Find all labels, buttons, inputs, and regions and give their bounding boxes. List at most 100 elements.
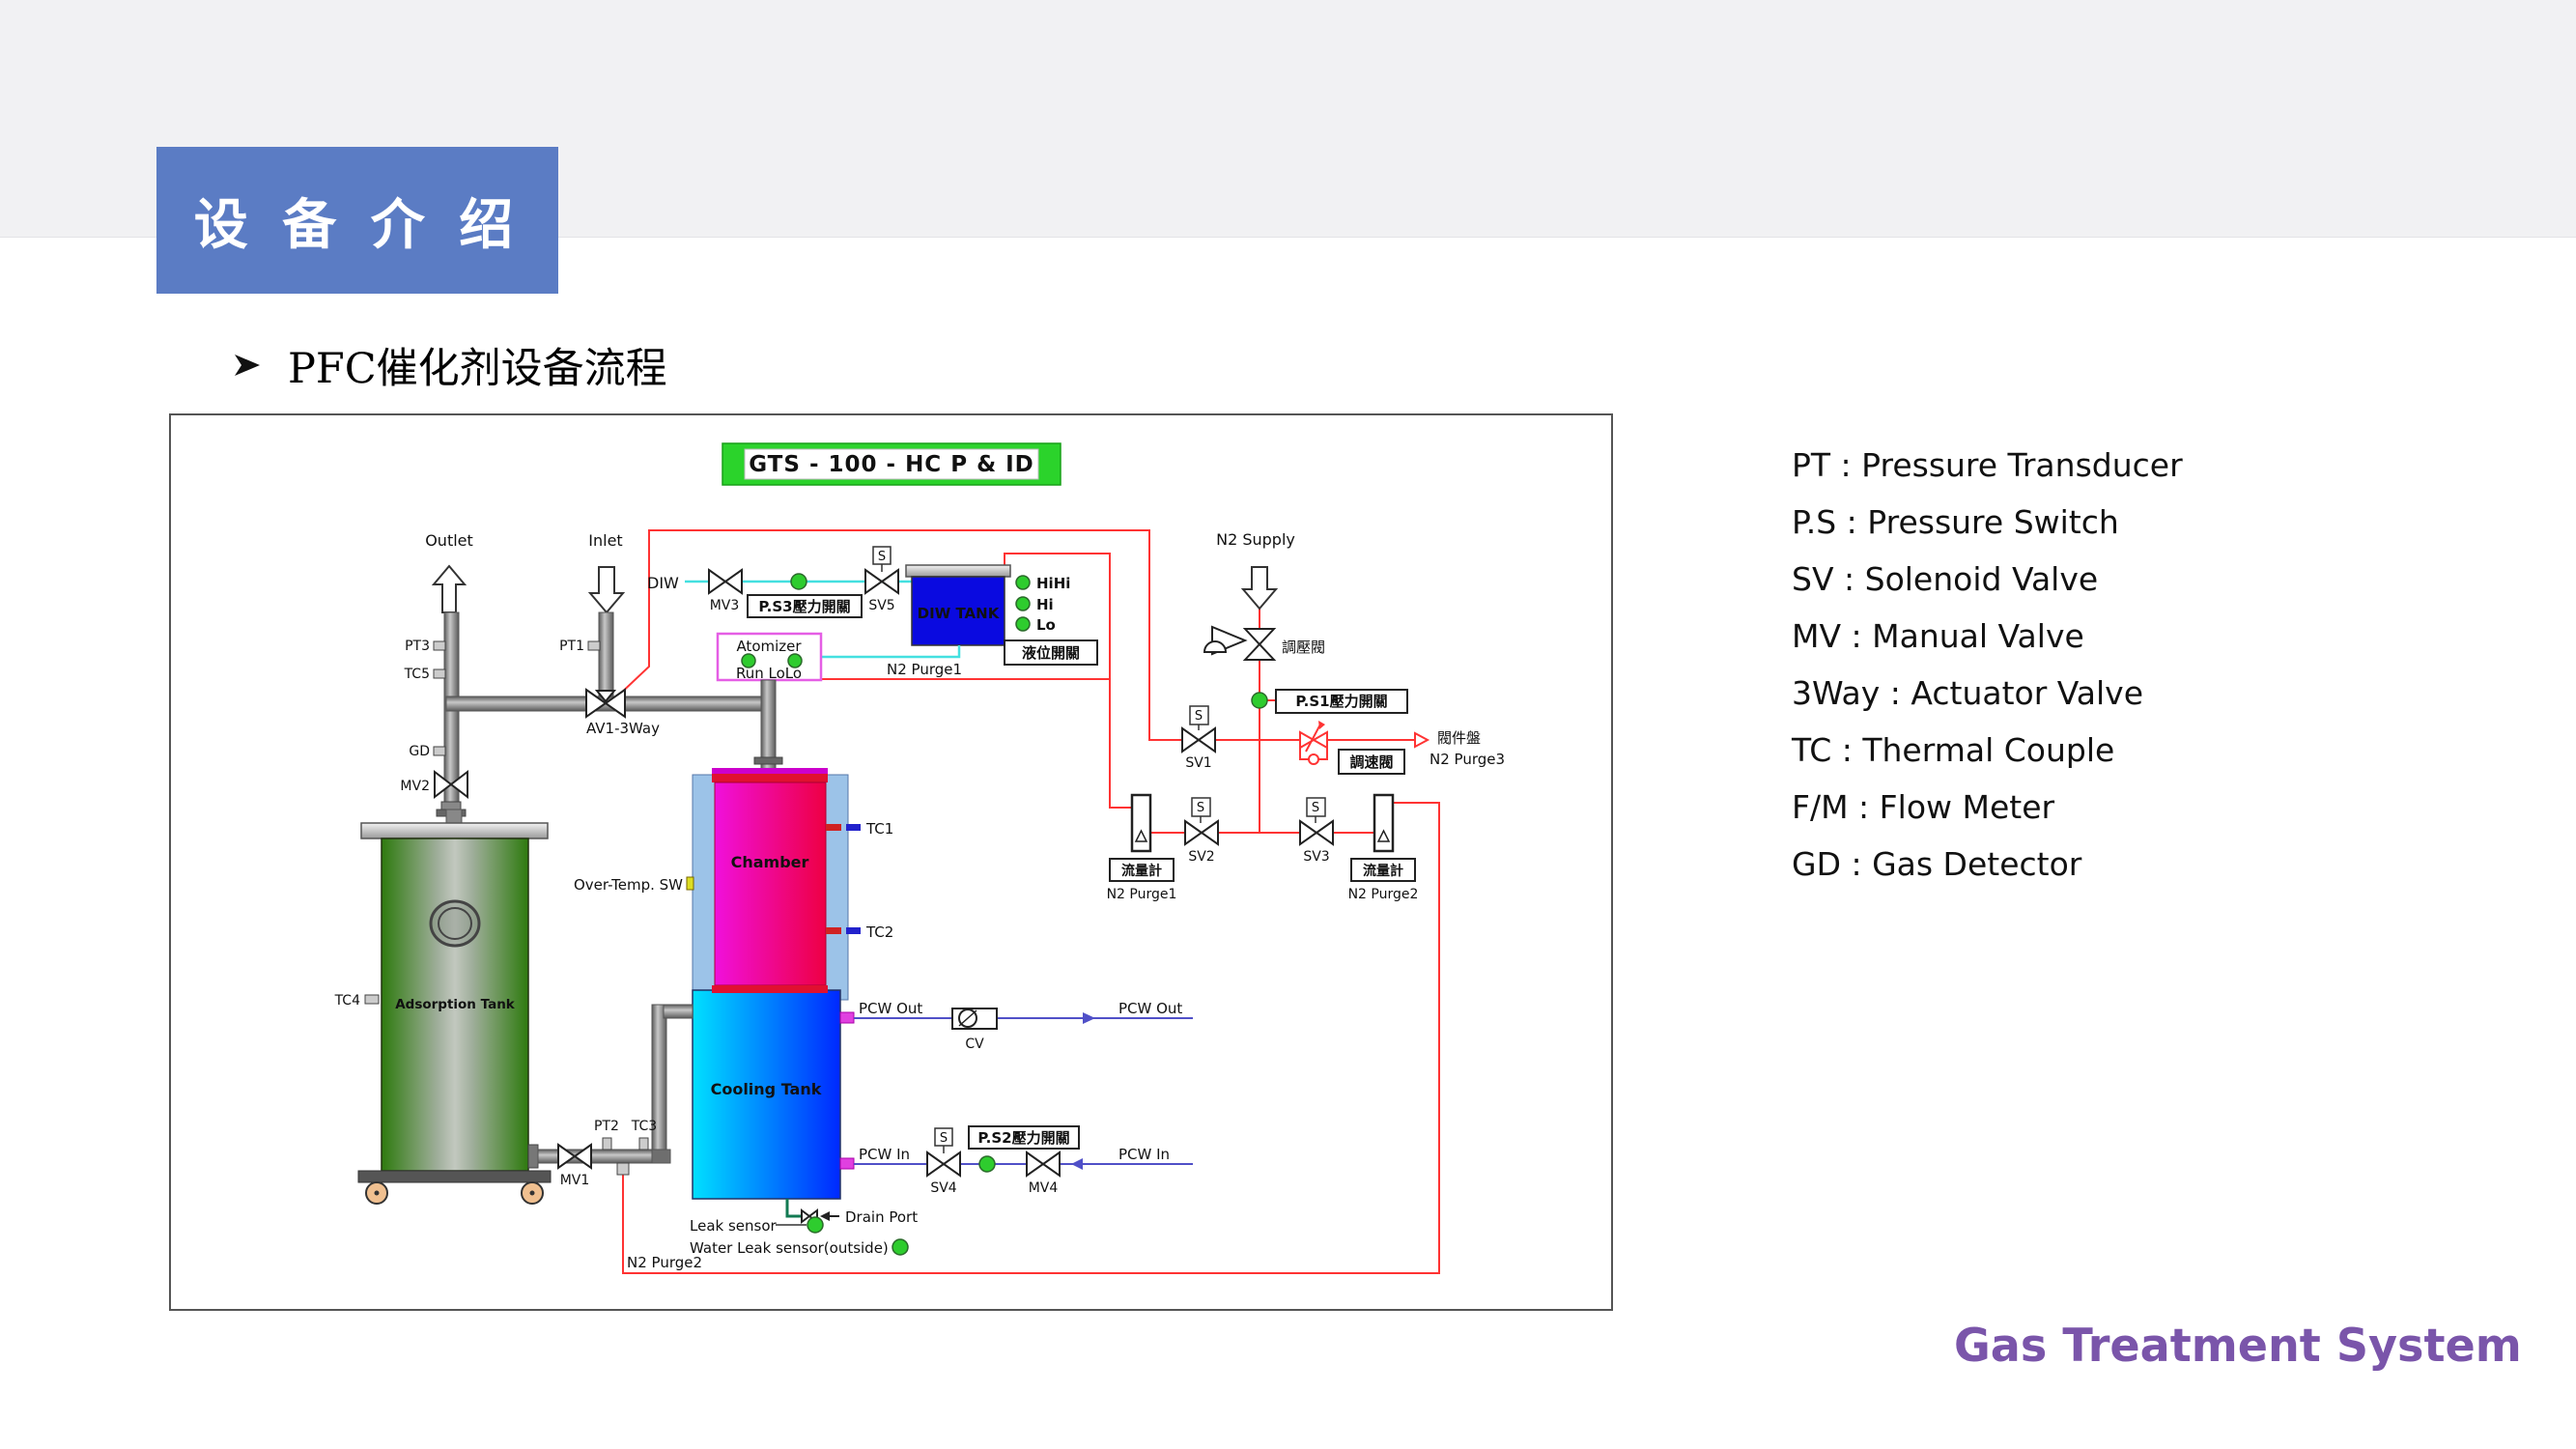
sv3-label: SV3 xyxy=(1303,849,1329,865)
regulator-label: 調壓閥 xyxy=(1282,639,1325,656)
pcw-out-label-right: PCW Out xyxy=(1118,1000,1182,1017)
av1-3way-valve: AV1-3Way xyxy=(585,688,660,737)
drain-valve xyxy=(801,1208,811,1224)
pipe-fitting xyxy=(440,801,462,810)
chamber-feed-flange xyxy=(753,756,783,765)
pcw-out-label-left: PCW Out xyxy=(859,1000,922,1017)
legend-item: F/M : Flow Meter xyxy=(1792,788,2055,826)
n2-red-piping xyxy=(614,529,1440,1274)
run-indicator xyxy=(741,653,756,668)
inlet-assembly: Inlet PT1 xyxy=(559,531,626,698)
pcw-in-arrow-icon xyxy=(1071,1158,1083,1170)
flow-meter-1-label: 流量計 xyxy=(1121,863,1162,879)
pcw-in-label-right: PCW In xyxy=(1118,1146,1170,1163)
sv5-valve xyxy=(864,568,884,595)
chamber-label: Chamber xyxy=(731,853,809,871)
flow-meter-1-label-box xyxy=(1109,858,1175,882)
pid-diagram-svg: GTS - 100 - HC P & ID Outlet PT3 TC5 GD … xyxy=(169,413,1613,1311)
n2-purge3-label: N2 Purge3 xyxy=(1430,751,1505,768)
gd-label: GD xyxy=(409,744,430,759)
flow-meter-2-label: 流量計 xyxy=(1363,863,1403,879)
chamber: Chamber TC1 TC2 Over-Temp. SW xyxy=(574,768,893,1001)
inlet-arrow-icon xyxy=(587,566,626,614)
pt1-sensor xyxy=(587,640,601,651)
tc3-label: TC3 xyxy=(631,1119,657,1134)
over-temp-sensor xyxy=(686,876,694,891)
flow-meter-2-label-box xyxy=(1350,858,1416,882)
inlet-pipe xyxy=(598,611,614,698)
legend-item: P.S : Pressure Switch xyxy=(1792,503,2119,541)
pt2-label: PT2 xyxy=(594,1119,619,1134)
diw-tank: DIW TANK HiHi Hi Lo 液位開關 N2 Purge1 xyxy=(821,564,1098,678)
bullet-arrow-icon xyxy=(235,355,260,376)
cooling-tank-label: Cooling Tank xyxy=(711,1080,822,1098)
mv2-label: MV2 xyxy=(400,779,430,794)
mv2-valve xyxy=(434,769,453,800)
ps2-indicator xyxy=(978,1155,996,1173)
mv3-valve xyxy=(708,568,727,595)
n2-purge2-label-bottom: N2 Purge2 xyxy=(627,1254,702,1271)
ps3-label-box xyxy=(747,594,863,618)
bullet-line: PFC催化剂设备流程 xyxy=(234,336,667,394)
lo-label: Lo xyxy=(1036,616,1056,634)
flow-meter-1 xyxy=(1130,793,1152,853)
n2-purge1-label: N2 Purge1 xyxy=(887,661,962,678)
tc5-sensor xyxy=(433,668,446,679)
svg-text:S: S xyxy=(940,1131,948,1146)
chamber-feed-pipe xyxy=(760,679,777,770)
tc4-sensor xyxy=(364,994,380,1005)
tc3-sensor xyxy=(638,1137,649,1151)
av1-label: AV1-3Way xyxy=(586,720,660,737)
svg-text:S: S xyxy=(1197,801,1204,815)
pt3-label: PT3 xyxy=(405,639,430,654)
ps1-label: P.S1壓力開關 xyxy=(1295,693,1387,710)
n2-supply-label: N2 Supply xyxy=(1216,530,1295,549)
atomizer: Atomizer Run LoLo xyxy=(716,632,823,682)
sv4-valve xyxy=(926,1151,946,1178)
legend-item: GD : Gas Detector xyxy=(1792,845,2082,883)
svg-text:S: S xyxy=(878,550,886,564)
legend-item: 3Way : Actuator Valve xyxy=(1792,674,2143,712)
ps2-label-box xyxy=(968,1125,1080,1150)
bottom-pipe-run: MV1 PT2 TC3 N2 Purge2 xyxy=(527,1004,702,1271)
mv1-label: MV1 xyxy=(560,1173,590,1188)
hihi-label: HiHi xyxy=(1036,575,1070,592)
chamber-jacket-left xyxy=(692,774,716,1001)
bullet-text: PFC催化剂设备流程 xyxy=(288,345,667,393)
pcw-out-port xyxy=(839,1011,855,1024)
pcw-out-line: PCW Out CV PCW Out xyxy=(839,1000,1193,1052)
mv4-valve xyxy=(1026,1151,1045,1178)
inlet-label: Inlet xyxy=(588,531,622,550)
pt1-label: PT1 xyxy=(559,639,584,654)
lolo-indicator xyxy=(787,653,803,668)
n2-purge2-label-row: N2 Purge2 xyxy=(1348,887,1419,902)
ps3-indicator xyxy=(790,573,807,590)
diw-tank-label: DIW TANK xyxy=(918,605,1001,622)
outlet-label: Outlet xyxy=(425,531,473,550)
adsorption-tank: Adsorption Tank TC4 xyxy=(334,809,552,1205)
diagram-title: GTS - 100 - HC P & ID xyxy=(749,452,1034,477)
mv3-label: MV3 xyxy=(710,598,740,613)
sv2-valve xyxy=(1184,819,1203,846)
drain-and-leak: Drain Port Leak sensor Water Leak sensor… xyxy=(690,1199,918,1257)
sv4-label: SV4 xyxy=(930,1180,956,1196)
sv5-label: SV5 xyxy=(868,598,894,613)
sv3-valve xyxy=(1299,819,1318,846)
tc1-label: TC1 xyxy=(865,820,893,838)
legend-item: MV : Manual Valve xyxy=(1792,617,2084,655)
hihi-indicator xyxy=(1015,575,1031,590)
diw-label: DIW xyxy=(647,574,679,592)
drain-arrow-icon xyxy=(820,1211,830,1221)
ps1-indicator xyxy=(1251,692,1268,709)
n2-supply-arrow-icon xyxy=(1240,566,1279,611)
legend-item: PT : Pressure Transducer xyxy=(1792,446,2183,484)
hi-label: Hi xyxy=(1036,596,1054,613)
pt2-sensor xyxy=(602,1137,612,1151)
pt3-sensor xyxy=(433,640,446,651)
tank-base xyxy=(357,1170,552,1183)
tc2-label: TC2 xyxy=(865,923,893,941)
flow-meter-2 xyxy=(1373,793,1395,853)
n2-purge2-port xyxy=(616,1162,630,1176)
over-temp-label: Over-Temp. SW xyxy=(574,876,683,894)
